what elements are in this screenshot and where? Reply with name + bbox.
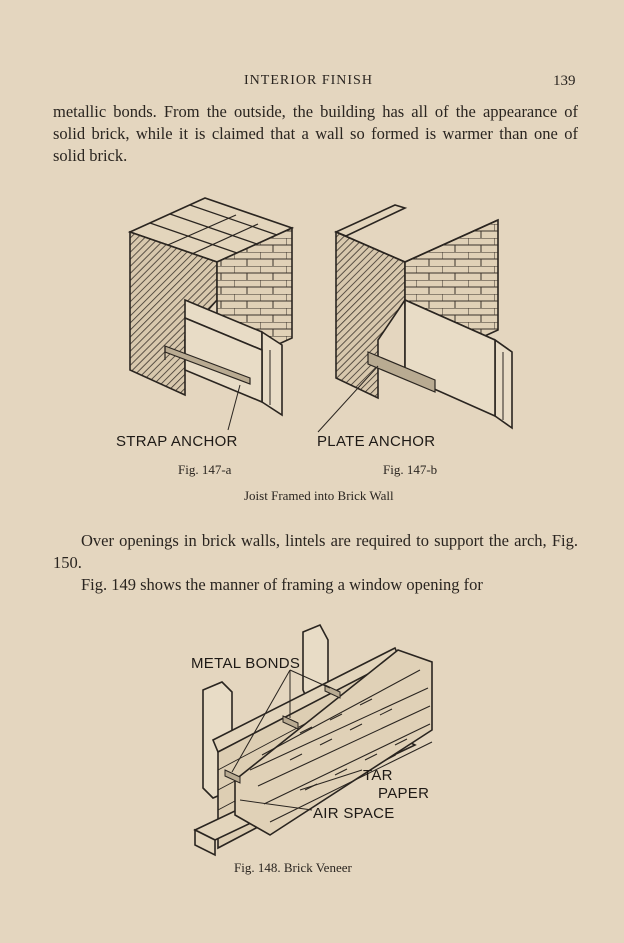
strap-anchor-label: STRAP ANCHOR xyxy=(116,433,238,450)
plate-anchor-label: PLATE ANCHOR xyxy=(317,433,435,450)
page-number: 139 xyxy=(553,73,576,89)
metal-bonds-label: METAL BONDS xyxy=(191,655,300,672)
figure-147-title: Joist Framed into Brick Wall xyxy=(244,488,394,503)
fig-147a-caption: Fig. 147-a xyxy=(178,462,232,477)
running-head: INTERIOR FINISH xyxy=(244,73,373,88)
paragraph-lintels: Over openings in brick walls, lintels ar… xyxy=(53,531,578,572)
figure-147a-drawing xyxy=(127,197,295,431)
paragraph-metallic-bonds: metallic bonds. From the outside, the bu… xyxy=(53,102,578,165)
paper-label: PAPER xyxy=(378,785,429,802)
figure-148-drawing xyxy=(193,623,433,857)
figure-147-joist-framed-into-brick-wall: STRAP ANCHOR PLATE ANCHOR Fig. 147-a Fig… xyxy=(116,197,513,503)
page-header: INTERIOR FINISH 139 xyxy=(0,73,624,93)
fig-147b-caption: Fig. 147-b xyxy=(383,462,437,477)
figure-147b-drawing xyxy=(317,204,513,433)
figure-148-brick-veneer: METAL BONDS TAR PAPER AIR SPACE Fig. 148… xyxy=(191,623,433,875)
figure-148-caption: Fig. 148. Brick Veneer xyxy=(234,860,352,875)
tar-label: TAR xyxy=(363,767,393,784)
air-space-label: AIR SPACE xyxy=(313,805,395,822)
paragraph-window-opening: Fig. 149 shows the manner of framing a w… xyxy=(81,575,483,594)
